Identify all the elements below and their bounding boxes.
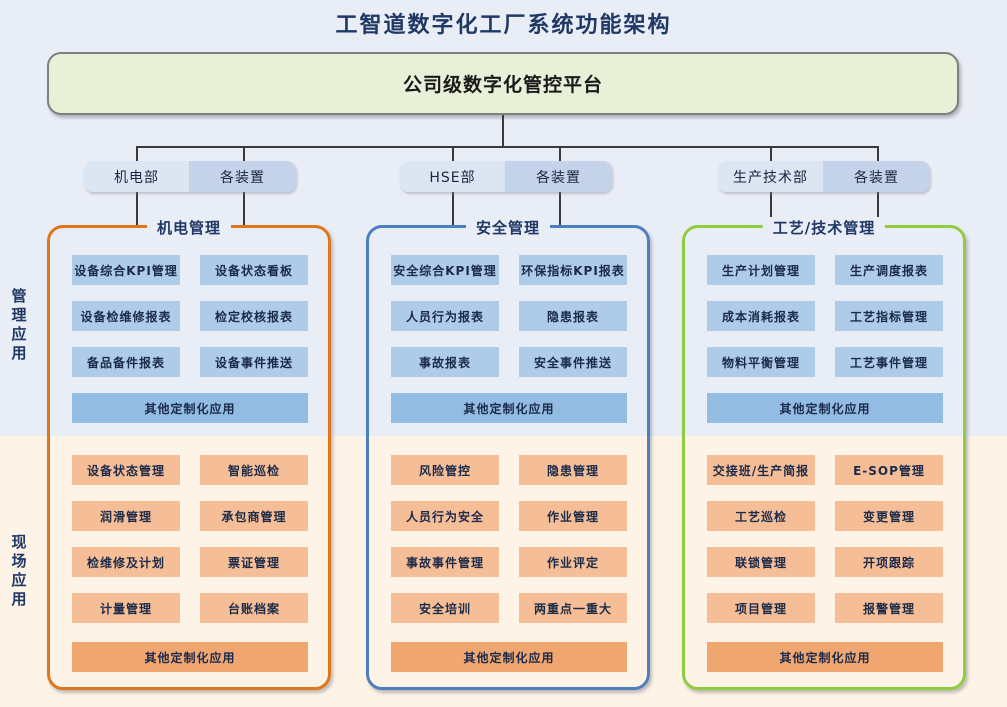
connector-line — [770, 192, 772, 225]
column-header: 安全管理 — [465, 217, 551, 238]
connector-line — [136, 146, 879, 148]
app-box: 变更管理 — [835, 501, 943, 531]
connector-line — [877, 192, 879, 225]
app-box: 开项跟踪 — [835, 547, 943, 577]
field-apps-grid: 交接班/生产简报 E-SOP管理 工艺巡检 变更管理 联锁管理 开项跟踪 项目管… — [707, 455, 943, 672]
app-box: 承包商管理 — [200, 501, 308, 531]
platform-box: 公司级数字化管控平台 — [47, 52, 959, 115]
app-box: 润滑管理 — [72, 501, 180, 531]
connector-line — [452, 146, 454, 161]
app-box: 两重点一重大 — [519, 593, 627, 623]
field-apps-grid: 风险管控 隐患管理 人员行为安全 作业管理 事故事件管理 作业评定 安全培训 两… — [391, 455, 627, 672]
app-box: 报警管理 — [835, 593, 943, 623]
connector-line — [136, 146, 138, 161]
app-box: 人员行为报表 — [391, 301, 499, 331]
app-box-other: 其他定制化应用 — [72, 642, 308, 672]
app-box: 生产调度报表 — [835, 255, 943, 285]
app-box: 交接班/生产简报 — [707, 455, 815, 485]
management-apps-grid: 生产计划管理 生产调度报表 成本消耗报表 工艺指标管理 物料平衡管理 工艺事件管… — [707, 255, 943, 423]
page-title: 工智道数字化工厂系统功能架构 — [335, 13, 672, 38]
app-box: 工艺指标管理 — [835, 301, 943, 331]
app-box-other: 其他定制化应用 — [391, 393, 627, 423]
band-label-management: 管理应用 — [11, 287, 27, 362]
column-mechanical-management: 机电管理 设备综合KPI管理 设备状态看板 设备检维修报表 检定校核报表 备品备… — [47, 217, 331, 690]
app-box: 成本消耗报表 — [707, 301, 815, 331]
connector-line — [243, 146, 245, 161]
app-box: 设备综合KPI管理 — [72, 255, 180, 285]
field-apps-grid: 设备状态管理 智能巡检 润滑管理 承包商管理 检维修及计划 票证管理 计量管理 … — [72, 455, 308, 672]
band-label-field: 现场应用 — [11, 533, 27, 608]
department-devices: 各装置 — [189, 161, 296, 192]
app-box: 事故报表 — [391, 347, 499, 377]
app-box: 安全事件推送 — [519, 347, 627, 377]
app-box: 工艺事件管理 — [835, 347, 943, 377]
connector-line — [559, 192, 561, 225]
app-box: E-SOP管理 — [835, 455, 943, 485]
department-name: 生产技术部 — [718, 161, 823, 192]
column-safety-management: 安全管理 安全综合KPI管理 环保指标KPI报表 人员行为报表 隐患报表 事故报… — [366, 217, 650, 690]
department-devices: 各装置 — [823, 161, 930, 192]
app-box: 智能巡检 — [200, 455, 308, 485]
connector-line — [243, 192, 245, 225]
column-header: 工艺/技术管理 — [762, 217, 886, 238]
app-box: 备品备件报表 — [72, 347, 180, 377]
app-box: 人员行为安全 — [391, 501, 499, 531]
app-box: 安全综合KPI管理 — [391, 255, 499, 285]
connector-line — [770, 146, 772, 161]
app-box: 作业评定 — [519, 547, 627, 577]
connector-line — [559, 146, 561, 161]
app-box: 生产计划管理 — [707, 255, 815, 285]
app-box: 计量管理 — [72, 593, 180, 623]
app-box: 工艺巡检 — [707, 501, 815, 531]
app-box-other: 其他定制化应用 — [72, 393, 308, 423]
connector-line — [502, 115, 504, 146]
app-box: 检定校核报表 — [200, 301, 308, 331]
app-box: 环保指标KPI报表 — [519, 255, 627, 285]
management-apps-grid: 设备综合KPI管理 设备状态看板 设备检维修报表 检定校核报表 备品备件报表 设… — [72, 255, 308, 423]
department-name: HSE部 — [400, 161, 505, 192]
column-header: 机电管理 — [146, 217, 232, 238]
department-devices: 各装置 — [505, 161, 612, 192]
department-pill-production-tech: 生产技术部 各装置 — [718, 161, 930, 192]
app-box: 设备状态管理 — [72, 455, 180, 485]
app-box: 台账档案 — [200, 593, 308, 623]
app-box: 安全培训 — [391, 593, 499, 623]
app-box: 设备事件推送 — [200, 347, 308, 377]
department-pill-hse: HSE部 各装置 — [400, 161, 612, 192]
app-box: 事故事件管理 — [391, 547, 499, 577]
app-box: 隐患管理 — [519, 455, 627, 485]
connector-line — [136, 192, 138, 225]
app-box: 联锁管理 — [707, 547, 815, 577]
app-box: 风险管控 — [391, 455, 499, 485]
management-apps-grid: 安全综合KPI管理 环保指标KPI报表 人员行为报表 隐患报表 事故报表 安全事… — [391, 255, 627, 423]
app-box: 隐患报表 — [519, 301, 627, 331]
app-box-other: 其他定制化应用 — [707, 393, 943, 423]
department-pill-mechanical: 机电部 各装置 — [84, 161, 296, 192]
app-box: 设备检维修报表 — [72, 301, 180, 331]
connector-line — [452, 192, 454, 225]
app-box: 设备状态看板 — [200, 255, 308, 285]
app-box-other: 其他定制化应用 — [707, 642, 943, 672]
department-name: 机电部 — [84, 161, 189, 192]
app-box: 检维修及计划 — [72, 547, 180, 577]
app-box: 项目管理 — [707, 593, 815, 623]
app-box-other: 其他定制化应用 — [391, 642, 627, 672]
app-box: 作业管理 — [519, 501, 627, 531]
app-box: 物料平衡管理 — [707, 347, 815, 377]
connector-line — [877, 146, 879, 161]
app-box: 票证管理 — [200, 547, 308, 577]
column-process-tech-management: 工艺/技术管理 生产计划管理 生产调度报表 成本消耗报表 工艺指标管理 物料平衡… — [682, 217, 966, 690]
